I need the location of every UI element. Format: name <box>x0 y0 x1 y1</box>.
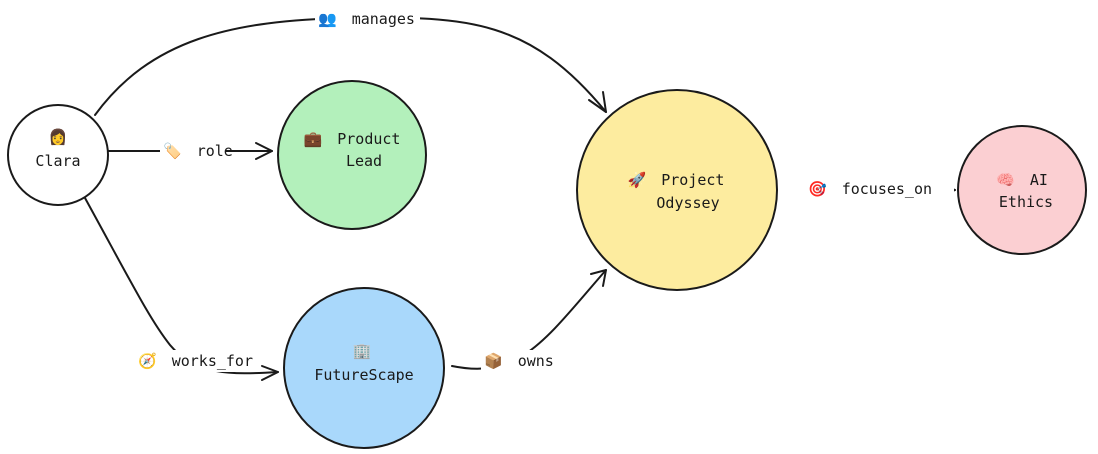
people-icon: 👥 <box>318 10 337 28</box>
edge-role-arrowhead <box>255 142 273 160</box>
node-product-lead[interactable]: 💼 Product Lead <box>277 80 427 230</box>
package-icon: 📦 <box>484 352 503 370</box>
edge-manages-arrowhead <box>588 91 607 113</box>
node-ai-ethics-line2: Ethics <box>999 193 1053 211</box>
node-product-lead-line1: 💼 Product <box>304 130 401 148</box>
edge-label-bg-manages <box>315 8 420 30</box>
briefcase-icon: 💼 <box>304 130 323 148</box>
node-futurescape-circle <box>283 287 445 449</box>
office-building-icon: 🏢 <box>353 342 372 360</box>
brain-icon: 🧠 <box>996 171 1015 189</box>
node-clara-circle <box>7 104 109 206</box>
tag-icon: 🏷️ <box>163 142 182 160</box>
edge-label-manages: 👥 manages <box>318 10 415 28</box>
node-project-odyssey-line2: Odyssey <box>656 194 719 212</box>
edge-label-bg-role <box>160 140 226 162</box>
node-futurescape-label: FutureScape <box>314 366 413 384</box>
node-ai-ethics[interactable]: 🧠 AI Ethics <box>957 125 1087 255</box>
edge-label-bg-owns <box>481 350 553 372</box>
edge-works-for-arrowhead <box>261 365 279 381</box>
edge-label-bg-works-for <box>135 350 257 372</box>
edge-label-role: 🏷️ role <box>163 142 233 160</box>
node-project-odyssey[interactable]: 🚀 Project Odyssey <box>576 89 778 291</box>
edge-owns <box>451 269 607 370</box>
node-project-odyssey-circle <box>576 89 778 291</box>
node-ai-ethics-line1: 🧠 AI <box>996 171 1048 189</box>
node-futurescape[interactable]: 🏢 FutureScape <box>283 287 445 449</box>
target-icon: 🎯 <box>808 180 827 198</box>
edge-label-focuses-on: 🎯 focuses_on <box>808 180 932 198</box>
node-clara-label: Clara <box>35 152 80 170</box>
rocket-icon: 🚀 <box>628 171 647 189</box>
edge-label-works-for: 🧭 works_for <box>138 352 253 370</box>
edge-label-owns: 📦 owns <box>484 352 554 370</box>
node-product-lead-line2: Lead <box>346 152 382 170</box>
edge-works-for <box>84 197 279 375</box>
node-project-odyssey-line1: 🚀 Project <box>628 171 725 189</box>
node-clara[interactable]: 👩 Clara <box>7 104 109 206</box>
node-ai-ethics-circle <box>957 125 1087 255</box>
edge-label-bg-focuses-on <box>806 178 954 200</box>
edge-owns-arrowhead <box>590 269 607 287</box>
node-product-lead-circle <box>277 80 427 230</box>
person-icon: 👩 <box>49 128 68 146</box>
compass-icon: 🧭 <box>138 352 157 370</box>
